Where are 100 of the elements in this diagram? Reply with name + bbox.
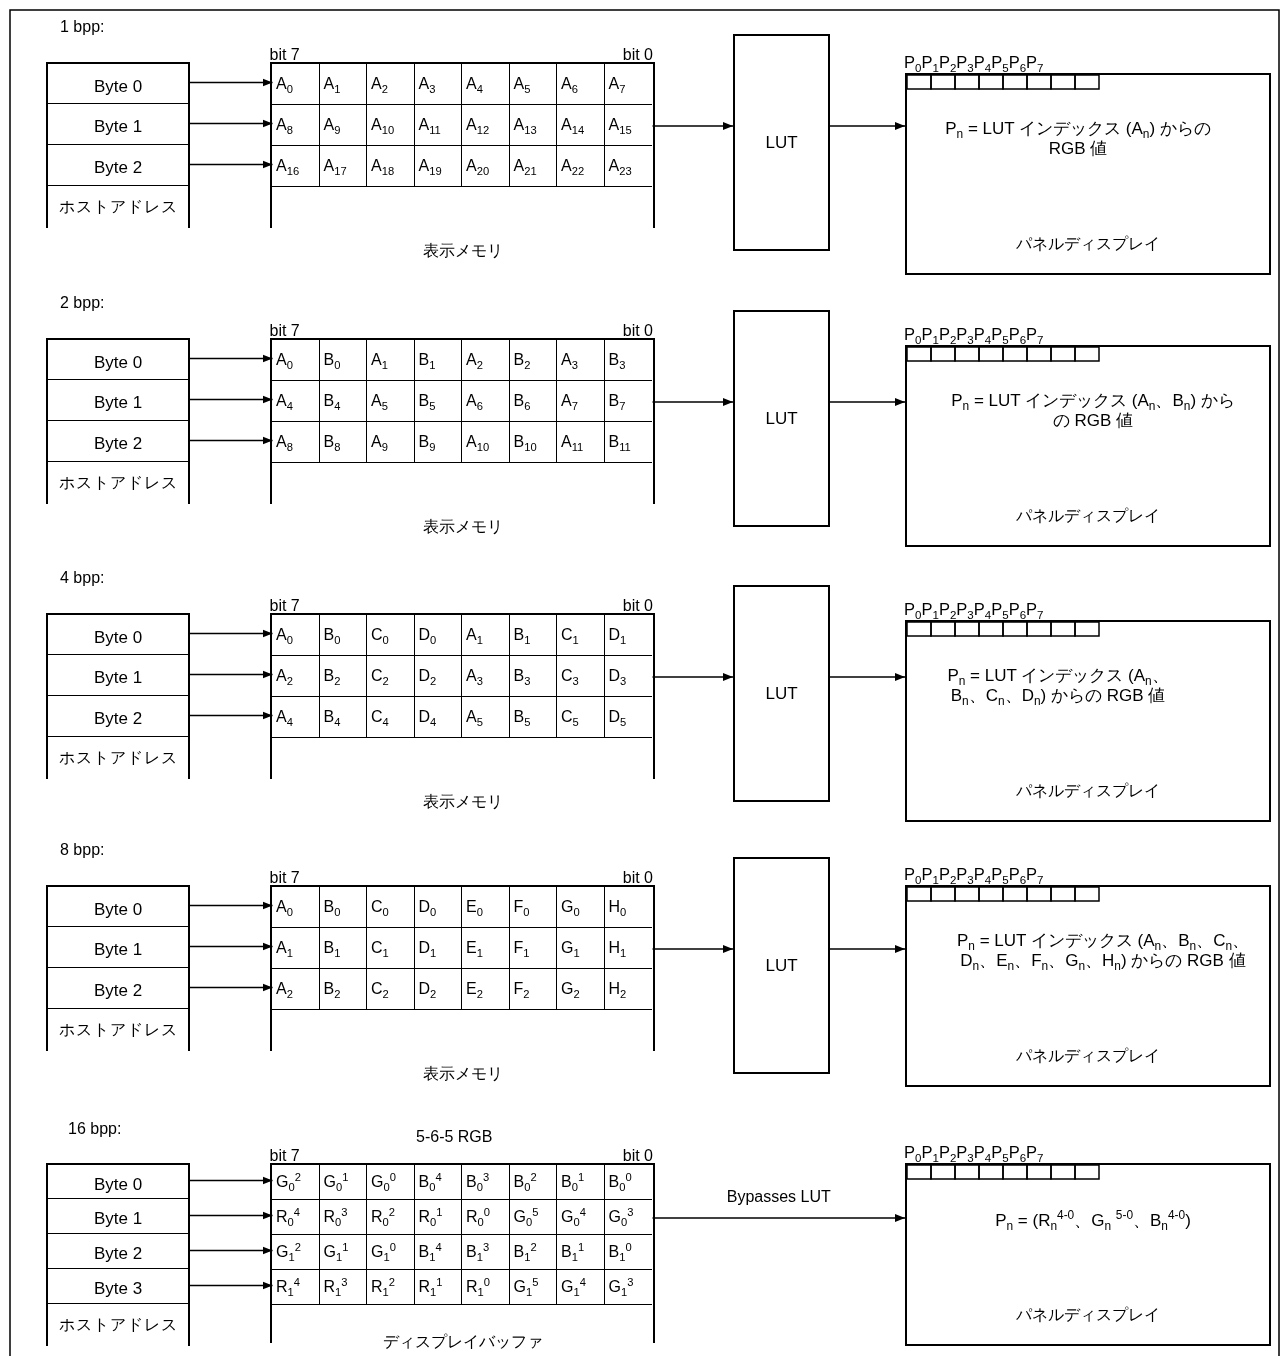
bit-cell: A$_{2}$	[367, 64, 415, 104]
bit-label: bit 0	[622, 45, 653, 64]
bit-cell: A$_{3}$	[462, 656, 510, 696]
bit-cell: A$_{0}$	[272, 615, 320, 655]
bit-cell: G$_{2}$	[557, 969, 605, 1009]
bit-cell: A$_{17}$	[319, 146, 367, 186]
bit-cell: A$_{2}$	[272, 969, 320, 1009]
arrow	[189, 942, 274, 951]
bit-cell: B$_{6}$	[509, 381, 557, 421]
bit-cell: A$_{10}$	[367, 105, 415, 145]
bit-cell: A$_{4}$	[272, 381, 320, 421]
bit-cell: C$_{1}$	[557, 615, 605, 655]
arrow	[189, 670, 274, 679]
bit-cell: A$_{1}$	[367, 340, 415, 380]
bit-cell: B$_{1}$	[509, 615, 557, 655]
host-byte-box: Byte 2	[46, 967, 190, 1008]
bit-cell: A$_{4}$	[462, 64, 510, 104]
bit-cell-text: A$_{23}$	[607, 156, 633, 180]
bit-cell: A$_{0}$	[272, 887, 320, 927]
memory-row	[272, 928, 652, 969]
pixel-formula: P$_{n}$ = LUT インデックス (A$_{n}$、B$_{n}$、C$_{n}$、D$_{n}$、E$_{n}$、F$_{n}$、G$_{n}$、H$_{n}$) からの RGB 値	[955, 931, 1251, 971]
bit-cell: E$_{0}$	[462, 887, 510, 927]
memory-row	[272, 422, 652, 463]
section-label: 2 bpp:	[60, 294, 105, 312]
bit-cell: A$_{13}$	[509, 105, 557, 145]
bit-label: bit 7	[269, 45, 300, 64]
memory-row	[272, 1270, 652, 1305]
arrow	[189, 436, 274, 445]
bit-cell: B$_{2}$	[319, 656, 367, 696]
pixel-index-label: P$_{0}$P$_{1}$P$_{2}$P$_{3}$P$_{4}$P$_{5}$P$_{6}$P$_{7}$	[904, 325, 1044, 344]
bit-cell: A$_{5}$	[509, 64, 557, 104]
bit-cell: F$_{0}$	[509, 887, 557, 927]
bit-cell: A$_{11}$	[557, 422, 605, 462]
host-byte-box: Byte 3	[46, 1268, 190, 1303]
bit-cell: A$_{0}$	[272, 64, 320, 104]
bit-cell: B$_{2}$	[509, 340, 557, 380]
bit-cell: B$_{10}$	[509, 422, 557, 462]
memory-row	[272, 969, 652, 1010]
bit-cell: A$_{3}$	[414, 64, 462, 104]
panel-label: パネルディスプレイ	[1016, 234, 1160, 253]
bit-cell: A$_{5}$	[367, 381, 415, 421]
arrow	[189, 354, 274, 363]
arrow	[189, 1176, 274, 1185]
bit-cell: A$_{3}$	[557, 340, 605, 380]
host-byte-box: Byte 1	[46, 103, 190, 144]
host-byte-box: Byte 0	[46, 613, 190, 654]
bit-cell: G$_{1}$	[557, 928, 605, 968]
lut-box: LUT	[733, 310, 830, 527]
memory-row	[272, 1165, 652, 1200]
memory-row	[272, 64, 652, 105]
section-label: 1 bpp:	[60, 18, 105, 36]
bit-cell: A$_{14}$	[557, 105, 605, 145]
bit-cell: A$_{0}$	[272, 340, 320, 380]
bit-cell: C$_{0}$	[367, 887, 415, 927]
memory-label: 表示メモリ	[422, 1065, 503, 1084]
arrow	[829, 945, 906, 953]
section-label: 16 bpp:	[68, 1120, 122, 1138]
format-label: 5-6-5 RGB	[416, 1128, 493, 1146]
host-address-box: ホストアドレス	[46, 1008, 190, 1051]
memory-label: 表示メモリ	[422, 242, 503, 261]
memory-label: 表示メモリ	[422, 518, 503, 537]
memory-row	[272, 615, 652, 656]
section-label: 4 bpp:	[60, 569, 105, 587]
bit-cell: A$_{18}$	[367, 146, 415, 186]
bit-cell-text: D$_{1}$	[607, 625, 628, 649]
memory-row	[272, 1235, 652, 1270]
memory-row	[272, 887, 652, 928]
host-byte-box: Byte 1	[46, 926, 190, 967]
bit-cell: B$_{1}$	[319, 928, 367, 968]
host-byte-box: Byte 0	[46, 62, 190, 103]
bit-cell: B$_{0}$	[319, 615, 367, 655]
memory-row	[272, 146, 652, 187]
pixel-index-label: P$_{0}$P$_{1}$P$_{2}$P$_{3}$P$_{4}$P$_{5}$P$_{6}$P$_{7}$	[904, 865, 1044, 884]
bit-label: bit 7	[269, 596, 300, 615]
bit-cell: A$_{1}$	[462, 615, 510, 655]
arrow	[829, 398, 906, 406]
bit-cell: E$_{2}$	[462, 969, 510, 1009]
bit-cell: C$_{0}$	[367, 615, 415, 655]
bit-cell-text: H$_{1}$	[607, 938, 628, 962]
bit-cell: A$_{1}$	[319, 64, 367, 104]
arrow	[189, 78, 274, 87]
bit-cell: A$_{11}$	[414, 105, 462, 145]
bit-cell: A$_{2}$	[272, 656, 320, 696]
bit-cell: D$_{4}$	[414, 697, 462, 737]
host-address-box: ホストアドレス	[46, 461, 190, 504]
bit-cell: A$_{8}$	[272, 105, 320, 145]
memory-row	[272, 1200, 652, 1235]
host-byte-box: Byte 0	[46, 1163, 190, 1198]
panel-label: パネルディスプレイ	[1016, 1305, 1160, 1324]
host-byte-box: Byte 2	[46, 144, 190, 185]
panel-label: パネルディスプレイ	[1016, 1046, 1160, 1065]
bit-cell: A$_{22}$	[557, 146, 605, 186]
bit-cell: C$_{3}$	[557, 656, 605, 696]
pixel-index-label: P$_{0}$P$_{1}$P$_{2}$P$_{3}$P$_{4}$P$_{5}$P$_{6}$P$_{7}$	[904, 1143, 1044, 1162]
arrow	[189, 901, 274, 910]
bit-cell: B$_{1}$	[414, 340, 462, 380]
bit-cell: A$_{6}$	[462, 381, 510, 421]
host-address-box: ホストアドレス	[46, 1303, 190, 1346]
host-byte-box: Byte 1	[46, 654, 190, 695]
bit-cell: A$_{19}$	[414, 146, 462, 186]
